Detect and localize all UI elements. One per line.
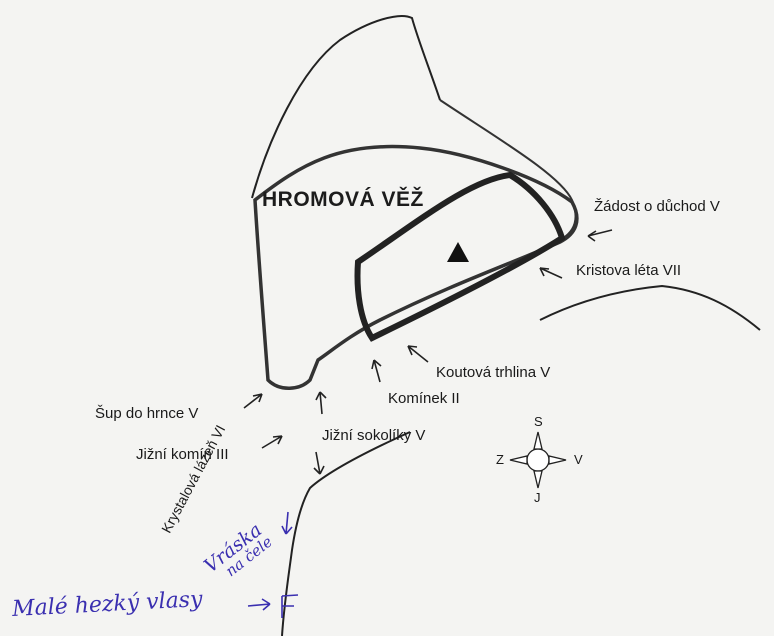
compass-south: J bbox=[534, 490, 541, 505]
lower-path bbox=[281, 431, 411, 636]
compass-north: S bbox=[534, 414, 543, 429]
pen-arrow-vlasy bbox=[247, 598, 271, 611]
arrow-kristova bbox=[539, 267, 563, 279]
route-arrows bbox=[243, 229, 613, 475]
rock-lower-outline bbox=[439, 99, 577, 246]
route-kristova-leta: Kristova léta VII bbox=[576, 262, 682, 279]
arrow-jizni-sokoliky-down bbox=[313, 451, 325, 475]
summit-triangle bbox=[447, 242, 469, 262]
route-jizni-komin: Jižní komín III bbox=[136, 446, 229, 463]
arrow-zadost bbox=[587, 229, 613, 242]
compass-rose bbox=[509, 431, 567, 489]
arrow-kominek bbox=[371, 359, 382, 383]
route-zadost-o-duchod: Žádost o důchod V bbox=[594, 198, 720, 215]
arrow-jizni-sokoliky-up bbox=[315, 391, 327, 415]
route-koutova-trhlina: Koutová trhlina V bbox=[436, 364, 551, 381]
arrow-jizni-komin bbox=[261, 435, 283, 449]
pen-marks bbox=[247, 511, 299, 618]
summit-block bbox=[253, 144, 579, 390]
rock-upper-outline bbox=[251, 15, 441, 199]
tower-name: HROMOVÁ VĚŽ bbox=[262, 188, 424, 211]
route-jizni-sokoliky: Jižní sokolíky V bbox=[322, 427, 426, 444]
arrow-sup bbox=[243, 393, 263, 409]
route-kominek: Komínek II bbox=[388, 390, 460, 407]
right-ridge bbox=[539, 284, 761, 331]
route-sup-do-hrnce: Šup do hrnce V bbox=[95, 405, 199, 422]
inner-summit bbox=[354, 171, 566, 342]
compass-east: V bbox=[574, 452, 583, 467]
pen-mark-f bbox=[281, 594, 299, 618]
compass-west: Z bbox=[496, 452, 504, 467]
pen-arrow-vraska bbox=[281, 511, 293, 535]
arrow-koutova bbox=[407, 345, 429, 363]
